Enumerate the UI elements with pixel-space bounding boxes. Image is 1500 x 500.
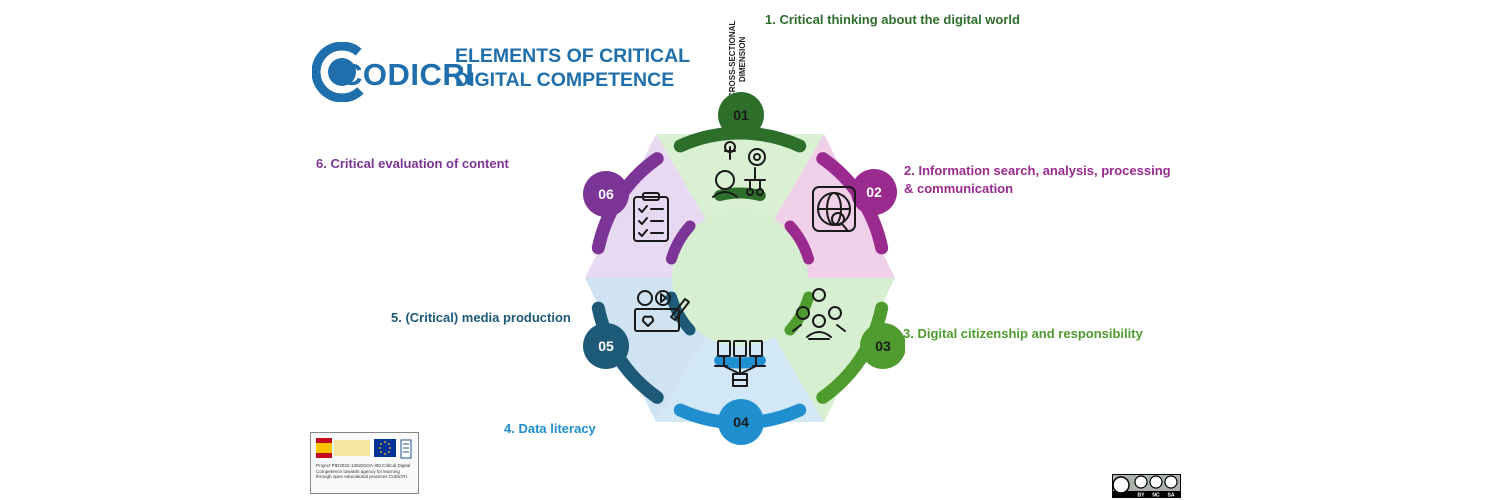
clipboard-checklist-icon	[633, 192, 669, 242]
number-02: 02	[866, 184, 882, 200]
wheel-center	[672, 210, 808, 346]
number-circle-01	[718, 92, 764, 138]
sector-01	[656, 134, 824, 278]
number-circle-03	[860, 323, 905, 369]
element-label-02: 2. Information search, analysis, process…	[904, 162, 1171, 198]
number-06: 06	[598, 186, 614, 202]
critical-thinking-icon	[712, 141, 766, 198]
number-circle-04	[718, 399, 764, 445]
number-circle-02	[851, 169, 897, 215]
data-documents-icon	[714, 340, 766, 387]
cc-by-nc-sa-badge: BY NC SA	[1112, 474, 1181, 498]
element-label-05: 5. (Critical) media production	[391, 310, 571, 325]
number-04: 04	[733, 414, 749, 430]
funding-text: Project PID2022-136291OA-I00 Critical Di…	[316, 463, 411, 479]
cc-label-nc: NC	[1152, 493, 1160, 499]
globe-search-icon	[812, 186, 856, 232]
title-line-2: DIGITAL COMPETENCE	[455, 69, 675, 91]
number-01: 01	[733, 107, 749, 123]
citizenship-network-icon	[792, 288, 846, 340]
inner-arc-03	[784, 291, 815, 336]
media-production-icon	[634, 290, 690, 332]
number-05: 05	[598, 338, 614, 354]
inner-arc-01	[714, 187, 766, 201]
logo-text: CODICRI	[340, 57, 475, 92]
inner-arc-06	[665, 220, 696, 265]
element-label-02-line-2: & communication	[904, 181, 1014, 196]
number-03: 03	[875, 338, 891, 354]
outer-arc-03	[816, 301, 889, 404]
title-line-1: ELEMENTS OF CRITICAL	[455, 45, 691, 67]
element-label-02-line-1: 2. Information search, analysis, process…	[904, 163, 1171, 178]
element-label-04: 4. Data literacy	[504, 421, 596, 436]
inner-arc-02	[784, 220, 815, 265]
element-label-03: 3. Digital citizenship and responsibilit…	[903, 326, 1143, 341]
funding-box: Project PID2022-136291OA-I00 Critical Di…	[310, 432, 419, 494]
competence-wheel: 01 02 03 04 05 06	[583, 92, 905, 445]
element-label-06: 6. Critical evaluation of content	[316, 156, 509, 171]
number-circle-06	[583, 171, 629, 217]
element-label-01: 1. Critical thinking about the digital w…	[765, 12, 1020, 27]
cc-label-sa: SA	[1168, 493, 1175, 499]
codicri-logo	[312, 42, 373, 102]
funding-logos	[316, 438, 412, 459]
sector-04	[656, 278, 824, 422]
cc-label-by: BY	[1138, 493, 1146, 499]
number-circle-05	[583, 323, 629, 369]
page-title: ELEMENTS OF CRITICAL DIGITAL COMPETENCE	[455, 44, 695, 92]
